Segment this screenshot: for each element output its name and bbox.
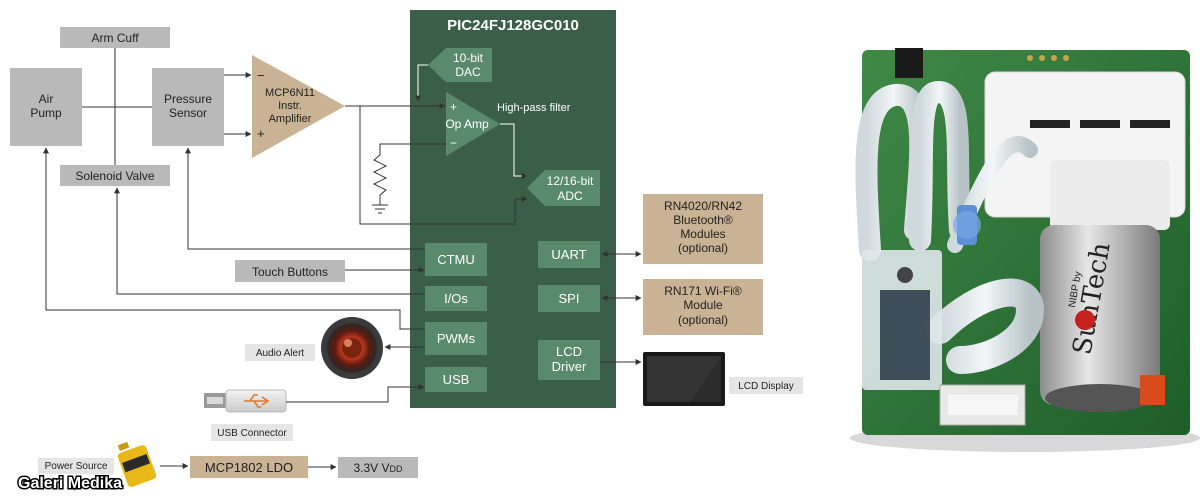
speaker-icon xyxy=(321,317,383,379)
touch-buttons-box xyxy=(235,260,345,282)
air-pump-label-1: Air xyxy=(39,92,54,106)
mcu-title: PIC24FJ128GC010 xyxy=(447,17,579,34)
power-source-label: Power Source xyxy=(45,461,108,472)
ios-label: I/Os xyxy=(444,291,468,306)
lcd-display-icon xyxy=(643,352,725,406)
product-photo: SunTech NIBP by xyxy=(850,48,1200,452)
amp-to-adc-bypass xyxy=(359,106,528,225)
pressure-sensor-label-2: Sensor xyxy=(169,106,207,120)
bluetooth-box xyxy=(643,194,763,264)
touch-buttons-label: Touch Buttons xyxy=(252,265,328,279)
pwms-box xyxy=(425,322,487,355)
pwm-to-pump-line xyxy=(43,147,425,330)
opamp-minus: − xyxy=(450,136,457,150)
amp-label-3: Amplifier xyxy=(269,113,312,125)
opamp-plus: + xyxy=(450,100,457,114)
spi-box xyxy=(538,285,600,312)
vdd-box xyxy=(338,457,418,478)
bluetooth-label-3: Modules xyxy=(680,227,725,241)
uart-label: UART xyxy=(551,247,586,262)
ios-to-solenoid-line xyxy=(114,187,425,295)
watermark-text: Galeri Medika xyxy=(18,475,122,492)
spi-label: SPI xyxy=(559,291,580,306)
op-amp xyxy=(446,92,500,156)
lcd-display-label: LCD Display xyxy=(738,381,794,392)
pressure-sensor-box xyxy=(152,68,224,146)
wifi-label-2: Module xyxy=(683,298,723,312)
adc-label-1: 12/16-bit xyxy=(547,174,594,188)
arm-cuff-label: Arm Cuff xyxy=(91,31,139,45)
amp-plus: + xyxy=(257,126,265,141)
opamp-to-adc xyxy=(500,123,528,179)
arm-cuff-box xyxy=(60,27,170,48)
air-pump-box xyxy=(10,68,82,146)
resistor-symbol xyxy=(372,154,388,205)
lcd-driver-box xyxy=(538,340,600,380)
dac-label-2: DAC xyxy=(455,65,481,79)
wifi-box xyxy=(643,279,763,335)
amp-minus: − xyxy=(257,68,265,83)
ldo-label: MCP1802 LDO xyxy=(205,460,293,475)
solenoid-valve-label: Solenoid Valve xyxy=(75,169,154,183)
ios-box xyxy=(425,286,487,311)
wifi-label-1: RN171 Wi-Fi® xyxy=(664,284,742,298)
bluetooth-label-1: RN4020/RN42 xyxy=(664,199,742,213)
audio-alert-label: Audio Alert xyxy=(256,348,305,359)
wifi-label-3: (optional) xyxy=(678,313,728,327)
ctmu-to-sensor-line xyxy=(185,147,425,250)
amp-label-2: Instr. xyxy=(278,100,302,112)
bluetooth-label-4: (optional) xyxy=(678,241,728,255)
solenoid-valve-box xyxy=(60,165,170,186)
bluetooth-label-2: Bluetooth® xyxy=(673,213,733,227)
lcd-driver-label-2: Driver xyxy=(552,359,587,374)
usb-label: USB xyxy=(443,372,470,387)
feedback-wire xyxy=(379,143,446,155)
usb-connector-box xyxy=(211,424,293,441)
instr-amplifier xyxy=(252,55,345,158)
power-source-box xyxy=(38,458,114,474)
adc-block xyxy=(527,170,600,206)
vdd-label: 3.3V VDD xyxy=(353,461,403,475)
opamp-label: Op Amp xyxy=(445,117,489,131)
adc-label-2: ADC xyxy=(557,189,583,203)
usb-line xyxy=(286,384,425,403)
ctmu-label: CTMU xyxy=(437,252,475,267)
dac-block xyxy=(428,48,492,82)
ldo-box xyxy=(190,456,308,478)
amp-label-1: MCP6N11 xyxy=(265,87,315,99)
audio-alert-box xyxy=(245,344,315,361)
usb-box xyxy=(425,367,487,392)
pressure-sensor-label-1: Pressure xyxy=(164,92,212,106)
uart-box xyxy=(538,241,600,268)
ctmu-box xyxy=(425,243,487,276)
battery-icon xyxy=(117,441,157,487)
hpf-label: High-pass filter xyxy=(497,102,571,114)
dac-label-1: 10-bit xyxy=(453,51,484,65)
usb-plug-icon xyxy=(204,389,287,413)
usb-connector-label: USB Connector xyxy=(217,428,287,439)
lcd-driver-label-1: LCD xyxy=(556,344,582,359)
dac-to-opamp xyxy=(415,64,428,102)
air-pump-label-2: Pump xyxy=(30,106,62,120)
lcd-display-box xyxy=(729,377,803,394)
pwms-label: PWMs xyxy=(437,331,476,346)
